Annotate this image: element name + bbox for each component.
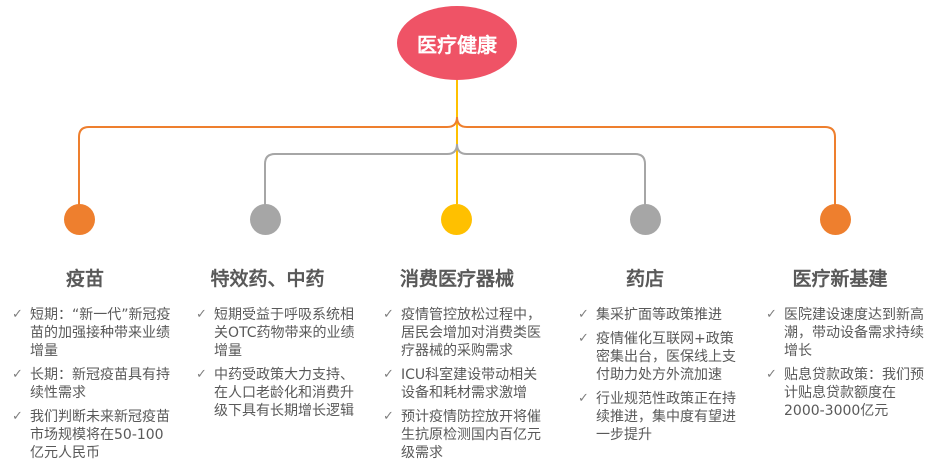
bullet-list-consumer-devices: ✓疫情管控放松过程中，居民会增加对消费类医疗器械的采购需求 ✓ICU科室建设带动… xyxy=(383,306,549,468)
list-item: ✓疫情管控放松过程中，居民会增加对消费类医疗器械的采购需求 xyxy=(383,307,541,359)
check-icon: ✓ xyxy=(578,307,589,322)
check-icon: ✓ xyxy=(383,367,394,382)
check-icon: ✓ xyxy=(383,307,394,322)
root-node: 医疗健康 xyxy=(397,6,517,80)
list-item: ✓ICU科室建设带动相关设备和耗材需求激增 xyxy=(383,367,538,401)
list-item: ✓疫情催化互联网+政策密集出台，医保线上支付助力处方外流加速 xyxy=(578,331,736,383)
root-label: 医疗健康 xyxy=(417,32,497,57)
column-title-special-drugs: 特效药、中药 xyxy=(210,268,325,290)
check-icon: ✓ xyxy=(766,307,777,322)
bullet-list-new-infrastructure: ✓医院建设速度达到新高潮，带动设备需求持续增长 ✓贴息贷款政策：我们预计贴息贷款… xyxy=(766,306,926,426)
check-icon: ✓ xyxy=(12,307,23,322)
list-item: ✓短期受益于呼吸系统相关OTC药物带来的业绩增量 xyxy=(196,307,355,359)
column-title-new-infrastructure: 医疗新基建 xyxy=(792,268,888,290)
check-icon: ✓ xyxy=(383,409,394,424)
node-dot-consumer-devices xyxy=(441,204,472,235)
node-dot-pharmacy xyxy=(630,204,661,235)
column-title-pharmacy: 药店 xyxy=(625,268,664,290)
list-item: ✓行业规范性政策正在持续推进，集中度有望进一步提升 xyxy=(578,391,736,443)
outer-bracket xyxy=(78,116,836,206)
check-icon: ✓ xyxy=(12,367,23,382)
column-title-vaccine: 疫苗 xyxy=(65,268,104,290)
list-item: ✓医院建设速度达到新高潮，带动设备需求持续增长 xyxy=(766,307,924,359)
inner-bracket xyxy=(264,143,646,206)
list-item: ✓长期：新冠疫苗具有持续性需求 xyxy=(12,367,170,401)
check-icon: ✓ xyxy=(196,367,207,382)
list-item: ✓预计疫情防控放开将催生抗原检测国内百亿元级需求 xyxy=(383,409,541,461)
list-item: ✓中药受政策大力支持、在人口老龄化和消费升级下具有长期增长逻辑 xyxy=(196,367,354,419)
list-item: ✓我们判断未来新冠疫苗市场规模将在50-100亿元人民币 xyxy=(12,409,170,461)
check-icon: ✓ xyxy=(766,367,777,382)
bullet-list-special-drugs: ✓短期受益于呼吸系统相关OTC药物带来的业绩增量 ✓中药受政策大力支持、在人口老… xyxy=(196,306,356,426)
check-icon: ✓ xyxy=(12,409,23,424)
node-dot-new-infrastructure xyxy=(820,204,851,235)
check-icon: ✓ xyxy=(578,391,589,406)
node-dot-vaccine xyxy=(64,204,95,235)
bullet-list-pharmacy: ✓集采扩面等政策推进 ✓疫情催化互联网+政策密集出台，医保线上支付助力处方外流加… xyxy=(578,306,738,450)
list-item: ✓短期：“新一代”新冠疫苗的加强接种带来业绩增量 xyxy=(12,307,171,359)
check-icon: ✓ xyxy=(578,331,589,346)
column-title-consumer-devices: 消费医疗器械 xyxy=(399,268,514,290)
bullet-list-vaccine: ✓短期：“新一代”新冠疫苗的加强接种带来业绩增量 ✓长期：新冠疫苗具有持续性需求… xyxy=(12,306,174,468)
check-icon: ✓ xyxy=(196,307,207,322)
list-item: ✓集采扩面等政策推进 xyxy=(578,307,722,323)
list-item: ✓贴息贷款政策：我们预计贴息贷款额度在2000-3000亿元 xyxy=(766,367,924,419)
node-dot-special-drugs xyxy=(250,204,281,235)
